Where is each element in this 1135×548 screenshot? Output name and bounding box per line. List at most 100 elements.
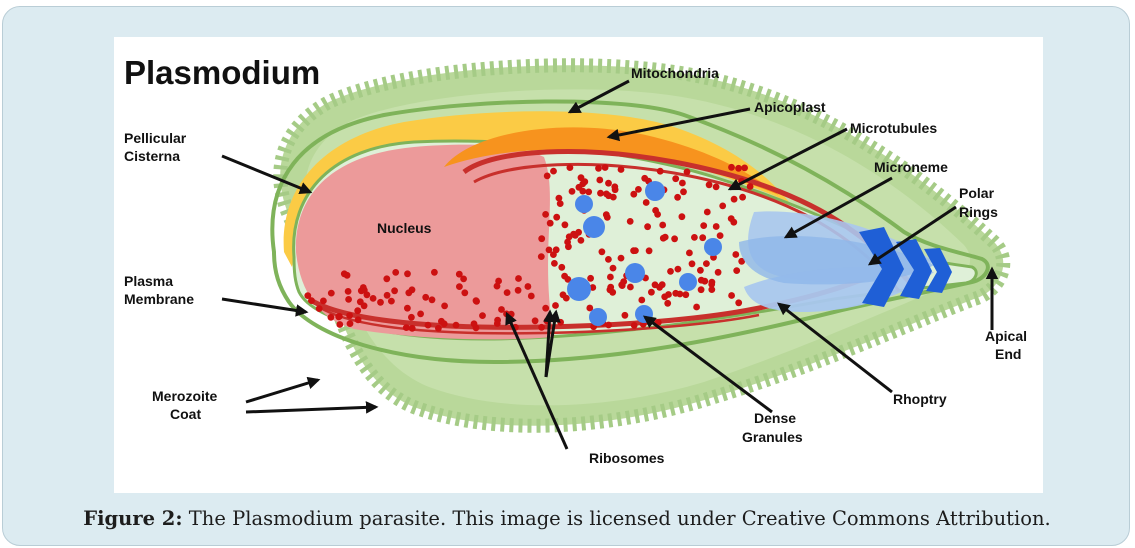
ribosome-dot xyxy=(747,183,754,190)
label-end: End xyxy=(995,346,1021,362)
ribosome-dot xyxy=(717,232,724,239)
label-cisterna: Cisterna xyxy=(124,148,180,164)
ribosome-dot xyxy=(461,289,468,296)
label-mitochondria: Mitochondria xyxy=(631,65,719,81)
ribosome-dot xyxy=(408,314,415,321)
ribosome-dot xyxy=(355,316,362,323)
ribosome-dot xyxy=(644,223,651,230)
label-microtubules: Microtubules xyxy=(850,120,937,136)
label-pellicular: Pellicular xyxy=(124,130,187,146)
ribosome-dot xyxy=(610,265,617,272)
ribosome-dot xyxy=(360,284,367,291)
ribosome-dot xyxy=(715,269,722,276)
ribosome-dot xyxy=(384,292,391,299)
ribosome-dot xyxy=(579,188,586,195)
figure-image: Plasmodium Mitochondria Apicoplast Micro… xyxy=(114,37,1043,493)
figure-caption: Figure 2: The Plasmodium parasite. This … xyxy=(3,507,1130,530)
ribosome-dot xyxy=(713,184,720,191)
ribosome-dot xyxy=(659,222,666,229)
label-polar: Polar xyxy=(959,185,995,201)
ribosome-dot xyxy=(679,213,686,220)
ribosome-dot xyxy=(328,290,335,297)
ribosome-dot xyxy=(596,177,603,184)
ribosome-dot xyxy=(341,270,348,277)
ribosome-dot xyxy=(542,211,549,218)
ribosome-dot xyxy=(652,281,659,288)
label-rings: Rings xyxy=(959,204,998,220)
figure-frame: Plasmodium Mitochondria Apicoplast Micro… xyxy=(2,6,1130,546)
ribosome-dot xyxy=(504,289,511,296)
ribosome-dot xyxy=(620,278,627,285)
ribosome-dot xyxy=(515,287,522,294)
caption-text: The Plasmodium parasite. This image is l… xyxy=(183,507,1051,530)
ribosome-dot xyxy=(674,194,681,201)
ribosome-dot xyxy=(627,284,634,291)
ribosome-dot xyxy=(677,291,684,298)
ribosome-dot xyxy=(657,168,664,175)
ribosome-dot xyxy=(556,195,563,202)
ribosome-dot xyxy=(731,196,738,203)
ribosome-dot xyxy=(558,264,565,271)
ribosome-dot xyxy=(643,199,650,206)
ribosome-dot xyxy=(595,165,602,172)
ribosome-dot xyxy=(604,214,611,221)
ribosome-dot xyxy=(691,234,698,241)
ribosome-dot xyxy=(346,312,353,319)
ribosome-dot xyxy=(345,296,352,303)
ribosome-dot xyxy=(388,298,395,305)
ribosome-dot xyxy=(622,312,629,319)
label-rhoptry: Rhoptry xyxy=(893,391,947,407)
ribosome-dot xyxy=(618,166,625,173)
ribosome-dot xyxy=(732,251,739,258)
ribosome-dot xyxy=(605,180,612,187)
ribosome-dot xyxy=(553,214,560,221)
ribosome-dot xyxy=(654,211,661,218)
ribosome-dot xyxy=(632,247,639,254)
label-apical: Apical xyxy=(985,328,1027,344)
ribosome-dot xyxy=(682,291,689,298)
ribosome-dot xyxy=(547,220,554,227)
label-plasma: Plasma xyxy=(124,273,173,289)
ribosome-dot xyxy=(335,313,342,320)
ribosome-dot xyxy=(708,286,715,293)
caption-label: Figure 2: xyxy=(83,507,182,530)
label-microneme: Microneme xyxy=(874,159,948,175)
ribosome-dot xyxy=(429,296,436,303)
ribosome-dot xyxy=(550,168,557,175)
ribosome-dot xyxy=(532,317,539,324)
ribosome-dot xyxy=(460,276,467,283)
ribosome-dot xyxy=(631,322,638,329)
ribosome-dot xyxy=(435,325,442,332)
ribosome-dot xyxy=(544,173,551,180)
ribosome-dot xyxy=(391,287,398,294)
ribosome-dot xyxy=(328,314,335,321)
ribosome-dot xyxy=(528,293,535,300)
ribosome-dot xyxy=(602,164,609,171)
ribosome-dot xyxy=(664,300,671,307)
ribosome-dot xyxy=(684,169,691,176)
ribosome-dot xyxy=(409,286,416,293)
ribosome-dot xyxy=(403,324,410,331)
ribosome-dot xyxy=(741,165,748,172)
ribosome-dot xyxy=(597,190,604,197)
ribosome-dot xyxy=(585,189,592,196)
ribosome-dot xyxy=(703,260,710,267)
ribosome-dot xyxy=(648,289,655,296)
ribosome-dot xyxy=(538,235,545,242)
label-coat: Coat xyxy=(170,406,201,422)
ribosome-dot xyxy=(728,164,735,171)
ribosome-dot xyxy=(735,299,742,306)
ribosome-dot xyxy=(578,174,585,181)
ribosome-dot xyxy=(661,293,668,300)
ribosome-dot xyxy=(578,237,585,244)
ribosome-dot xyxy=(638,297,645,304)
ribosome-dot xyxy=(697,267,704,274)
label-merozoite: Merozoite xyxy=(152,388,218,404)
ribosome-dot xyxy=(675,266,682,273)
ribosome-dot xyxy=(627,218,634,225)
ribosome-dot xyxy=(552,302,559,309)
ribosome-dot xyxy=(698,286,705,293)
ribosome-dot xyxy=(364,291,371,298)
ribosome-dot xyxy=(473,297,480,304)
ribosome-dot xyxy=(392,269,399,276)
